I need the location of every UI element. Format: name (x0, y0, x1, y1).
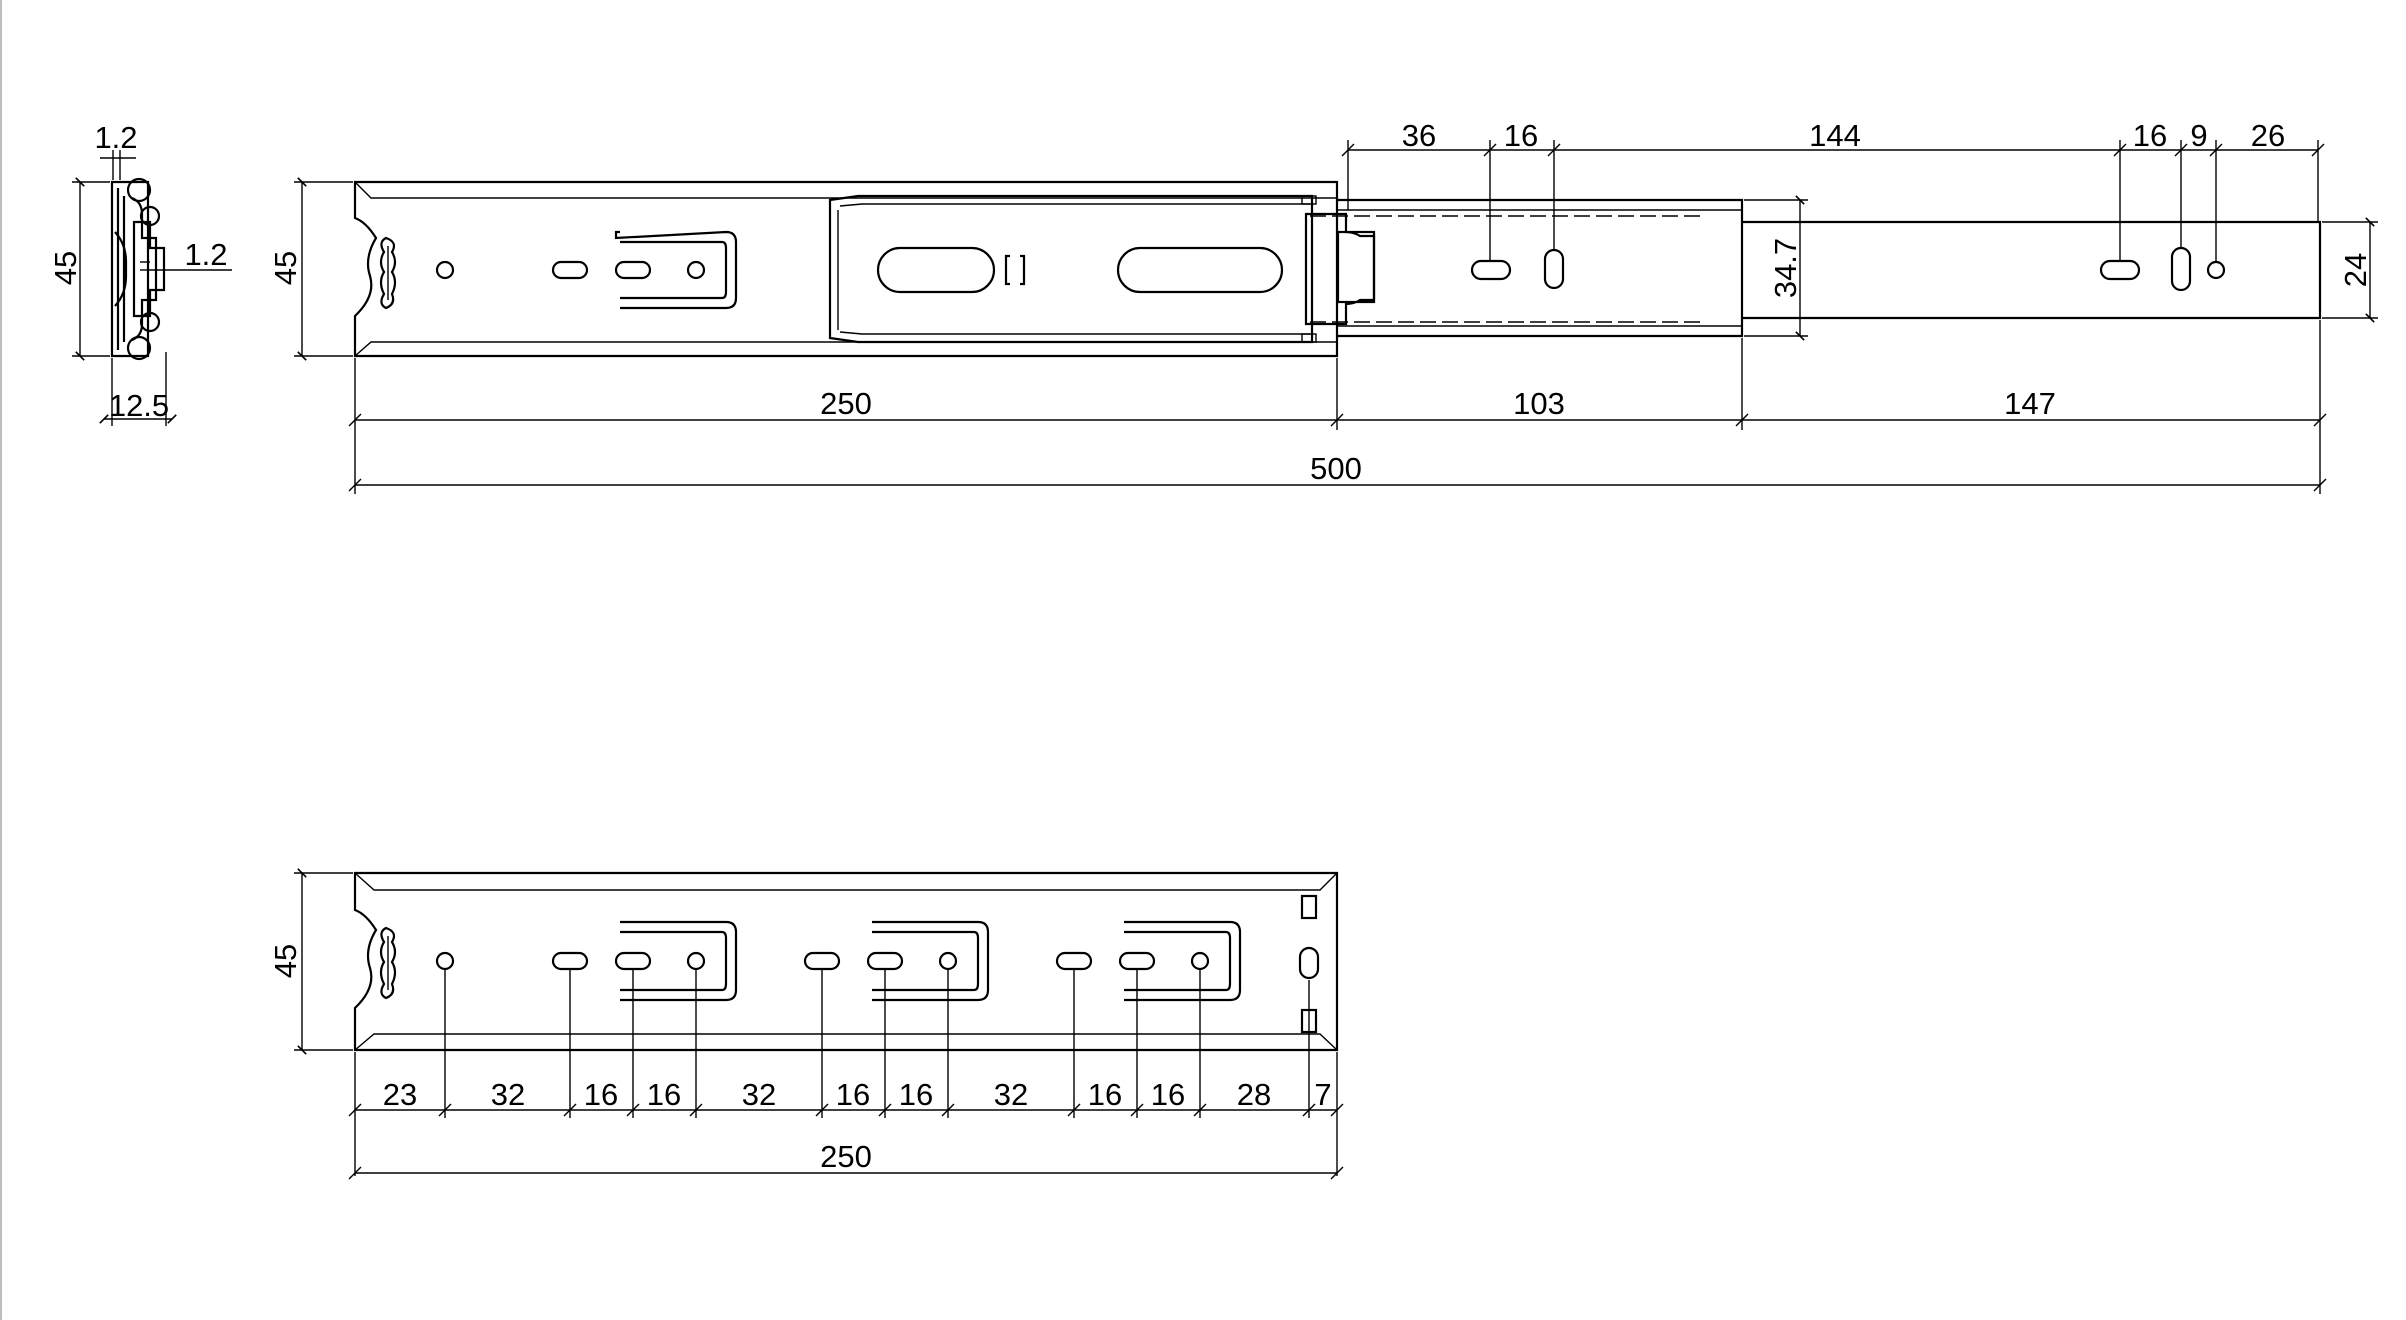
extended-segment-1: 103 (1513, 386, 1565, 421)
extended-segment-2: 147 (2004, 386, 2056, 421)
profile-dim-thickness-side: 1.2 (140, 237, 232, 272)
closed-spacing-1: 32 (491, 1077, 525, 1112)
profile-dim-thickness-top: 1.2 (94, 120, 138, 180)
closed-view: 45 (268, 868, 1344, 1180)
profile-dim-width: 12.5 (99, 352, 177, 426)
profile-dim-width-label: 12.5 (109, 388, 169, 423)
extended-top-spacing-2: 144 (1809, 118, 1861, 153)
closed-dim-height-label: 45 (268, 944, 303, 978)
closed-spacing-9: 16 (1151, 1077, 1185, 1112)
extended-dim-end-height-label: 24 (2338, 253, 2373, 287)
extended-dim-end-height: 24 (2322, 217, 2378, 323)
profile-view: 1.2 45 1.2 12.5 (48, 120, 232, 426)
closed-spacing-6: 16 (899, 1077, 933, 1112)
extended-dim-inner-height-label: 34.7 (1768, 238, 1803, 298)
profile-section (110, 177, 166, 361)
extended-inner-rail (1304, 198, 2322, 338)
closed-dim-height: 45 (268, 868, 353, 1055)
closed-spacing-5: 16 (836, 1077, 870, 1112)
extended-segment-0: 250 (820, 386, 872, 421)
closed-dim-total: 250 (348, 1139, 1344, 1180)
closed-spacing-7: 32 (994, 1077, 1028, 1112)
closed-spacing-4: 32 (742, 1077, 776, 1112)
extended-middle-rail (828, 194, 1317, 344)
closed-rail (353, 871, 1339, 1052)
closed-spacing-3: 16 (647, 1077, 681, 1112)
extended-total-label: 500 (1310, 451, 1362, 486)
closed-spacing-ticks (348, 1103, 1344, 1117)
closed-dim-spacings: 23 32 16 16 32 16 16 32 16 16 28 7 (348, 970, 1344, 1176)
extended-view: 36 16 144 16 9 26 45 34.7 24 (268, 118, 2378, 494)
extended-top-spacing-0: 36 (1402, 118, 1436, 153)
closed-total-label: 250 (820, 1139, 872, 1174)
closed-spacing-0: 23 (383, 1077, 417, 1112)
extended-dim-inner-height: 34.7 (1744, 195, 1808, 341)
closed-spacing-10: 28 (1237, 1077, 1271, 1112)
extended-top-spacing-3: 16 (2133, 118, 2167, 153)
extended-dim-height: 45 (268, 177, 353, 361)
profile-dim-thickness-top-label: 1.2 (94, 120, 137, 155)
extended-dim-height-label: 45 (268, 251, 303, 285)
closed-spacing-2: 16 (584, 1077, 618, 1112)
extended-dim-segments: 250 103 147 (348, 320, 2327, 494)
extended-dim-top-spacings: 36 16 144 16 9 26 (1341, 118, 2325, 262)
closed-spacing-8: 16 (1088, 1077, 1122, 1112)
closed-spacing-11: 7 (1314, 1077, 1331, 1112)
extended-top-spacing-5: 26 (2251, 118, 2285, 153)
extended-dim-total: 500 (348, 451, 2327, 492)
extended-outer-rail (353, 180, 1339, 358)
profile-dim-thickness-side-label: 1.2 (184, 237, 227, 272)
profile-dim-height: 45 (48, 177, 110, 361)
profile-dim-height-label: 45 (48, 251, 83, 285)
extended-top-spacing-4: 9 (2190, 118, 2207, 153)
extended-top-spacing-1: 16 (1504, 118, 1538, 153)
